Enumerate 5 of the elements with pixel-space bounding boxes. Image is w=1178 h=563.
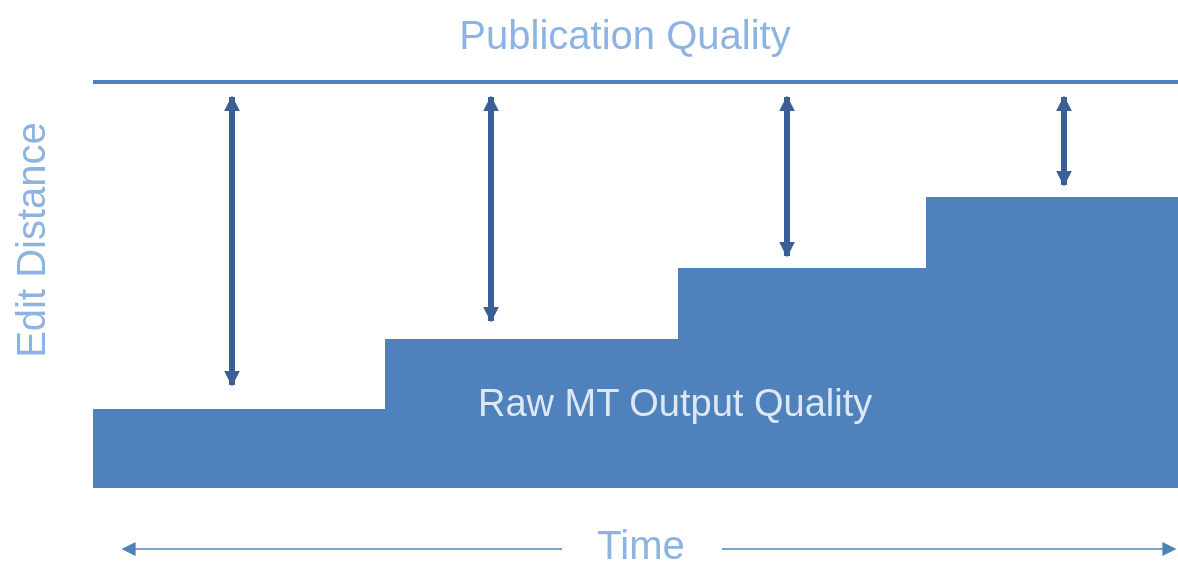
axis-label: Edit Distance [11,122,51,358]
axis-label: Time [597,525,685,563]
staircase-shape [93,197,1178,488]
heading: Publication Quality [459,15,791,55]
shape-label: Raw MT Output Quality [478,384,873,422]
